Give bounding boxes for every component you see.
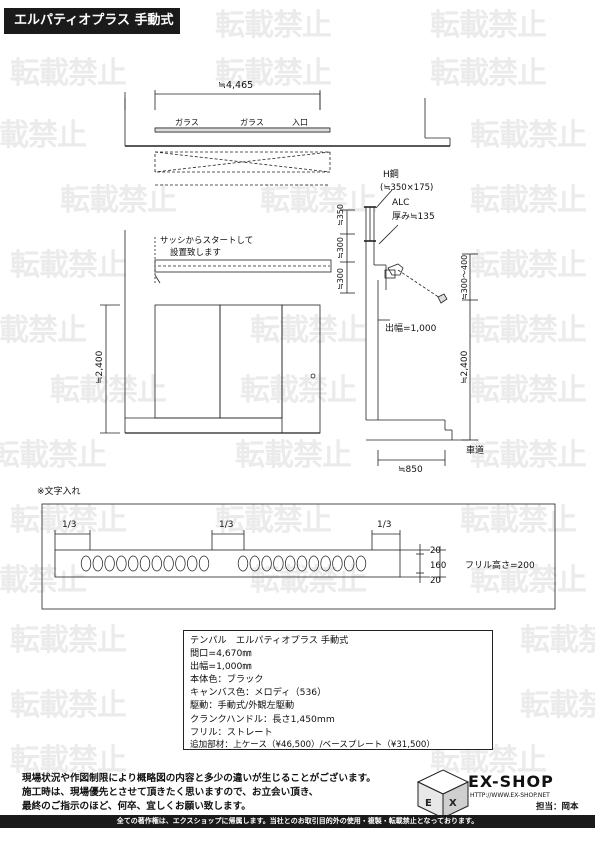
side-height-label: ≒2,400	[460, 350, 470, 384]
frill-band	[54, 549, 401, 578]
side-bracket	[384, 269, 396, 279]
plan-label-glass-2: ガラス	[240, 117, 264, 127]
frill-letter-oval	[344, 555, 355, 572]
lettering-box	[41, 503, 556, 610]
frill-letter-oval	[92, 555, 103, 572]
frill-letter-oval	[296, 555, 308, 572]
side-road-label: 車道	[466, 444, 484, 456]
side-bottom-label: ≒850	[398, 465, 423, 475]
front-note-line1: サッシからスタートして	[160, 236, 253, 246]
side-projection-label: 出幅=1,000	[385, 322, 437, 334]
copyright-footer: 全ての著作権は、エクスショップに帰属します。当社とのお取引目的外の使用・複製・転…	[0, 815, 595, 828]
spec-drive: 駆動：手動式/外観左駆動	[190, 700, 295, 712]
frill-letter-oval	[320, 555, 331, 572]
frill-letter-oval	[80, 555, 92, 572]
frill-letter-oval	[139, 555, 151, 572]
side-awning-arm	[397, 269, 444, 301]
plan-width-label: ≒4,465	[218, 80, 253, 91]
spec-frill: フリル：ストレート	[190, 726, 273, 738]
note-line-1: 現場状況や作図制限により概略図の内容と多少の違いが生じることがございます。	[22, 773, 376, 784]
note-line-2: 施工時は、現場優先とさせて頂きたく思いますので、お立会い頂き、	[22, 787, 319, 798]
frill-letter-oval	[116, 555, 127, 572]
lettering-third-1: 1/3	[62, 520, 76, 530]
note-line-3: 最終のご指示のほど、何卒、宜しくお願い致します。	[22, 801, 251, 812]
spec-additional-parts: 追加部材：上ケース（¥46,500）/ベースプレート（¥31,500）	[190, 739, 435, 750]
notes: 現場状況や作図制限により概略図の内容と多少の違いが生じることがございます。 施工…	[22, 772, 402, 814]
front-note-line2: 設置致します	[170, 247, 221, 258]
side-thickness-label: 厚み≒135	[392, 211, 435, 222]
spec-projection: 出幅=1,000㎜	[190, 661, 252, 673]
side-range-label: ≒300〜400	[460, 255, 469, 300]
frill-dim-20-bottom: 20	[430, 576, 441, 586]
plan-label-glass-1: ガラス	[175, 117, 199, 127]
frill-letter-oval	[151, 555, 162, 572]
spec-frontage: 間口=4,670㎜	[190, 648, 252, 660]
spec-box: テンパル エルパティオプラス 手動式 間口=4,670㎜ 出幅=1,000㎜ 本…	[183, 630, 493, 750]
frill-height-label: フリル高さ=200	[465, 559, 535, 571]
brand-name: EX-SHOP	[468, 772, 554, 791]
person-in-charge: 担当：岡本	[536, 802, 579, 812]
frill-letter-oval	[175, 555, 186, 572]
frill-letter-oval	[198, 555, 210, 572]
lettering-third-3: 1/3	[377, 520, 391, 530]
front-dim-300a: ≒300	[336, 237, 345, 259]
brand-url: HTTP://WWW.EX-SHOP.NET	[470, 792, 550, 799]
side-h-steel-size: (≒350×175)	[380, 183, 433, 193]
plan-awning-outline	[154, 151, 331, 173]
front-awning-case	[154, 259, 332, 273]
side-leader-alc	[378, 224, 399, 245]
front-dim-350: ≒350	[336, 204, 345, 226]
frill-dim-160: 160	[430, 561, 446, 571]
frill-dim-20-top: 20	[430, 546, 441, 556]
front-door-3	[281, 304, 321, 434]
svg-text:E: E	[425, 798, 432, 809]
frill-letter-oval	[355, 555, 367, 572]
frill-letter-oval	[332, 555, 343, 572]
spec-crank-handle: クランクハンドル：長さ1,450mm	[190, 713, 335, 725]
side-h-steel-label: H鋼	[383, 168, 399, 180]
side-alc-label: ALC	[392, 198, 409, 208]
frill-letter-oval	[104, 555, 115, 572]
plan-label-entrance: 入口	[292, 118, 308, 127]
lettering-third-2: 1/3	[219, 520, 233, 530]
frill-letter-oval	[308, 555, 319, 572]
frill-letter-oval	[273, 555, 284, 572]
front-door-2	[219, 304, 283, 419]
exshop-logo-icon: E X	[416, 769, 470, 819]
front-dim-300b: ≒300	[336, 268, 345, 290]
page-title: エルパティオプラス 手動式	[4, 8, 180, 34]
frill-letter-oval	[285, 555, 296, 572]
side-leader-h	[375, 189, 393, 209]
frill-letter-oval	[261, 555, 272, 572]
frill-letter-oval	[237, 555, 249, 572]
frill-letter-ovals	[80, 555, 367, 572]
frill-letter-oval	[128, 555, 139, 572]
spec-body-color: 本体色：ブラック	[190, 674, 264, 686]
lettering-heading: ※文字入れ	[37, 485, 81, 497]
frill-letter-oval	[163, 555, 174, 572]
front-door-1	[154, 304, 221, 419]
side-awning-head	[387, 263, 404, 276]
front-height-label: ≒2,400	[95, 350, 105, 384]
frill-letter-oval	[249, 555, 260, 572]
svg-text:X: X	[449, 798, 457, 809]
spec-product: テンパル エルパティオプラス 手動式	[190, 635, 349, 646]
frill-letter-oval	[187, 555, 198, 572]
spec-canvas-color: キャンバス色：メロディ（536）	[190, 687, 327, 699]
